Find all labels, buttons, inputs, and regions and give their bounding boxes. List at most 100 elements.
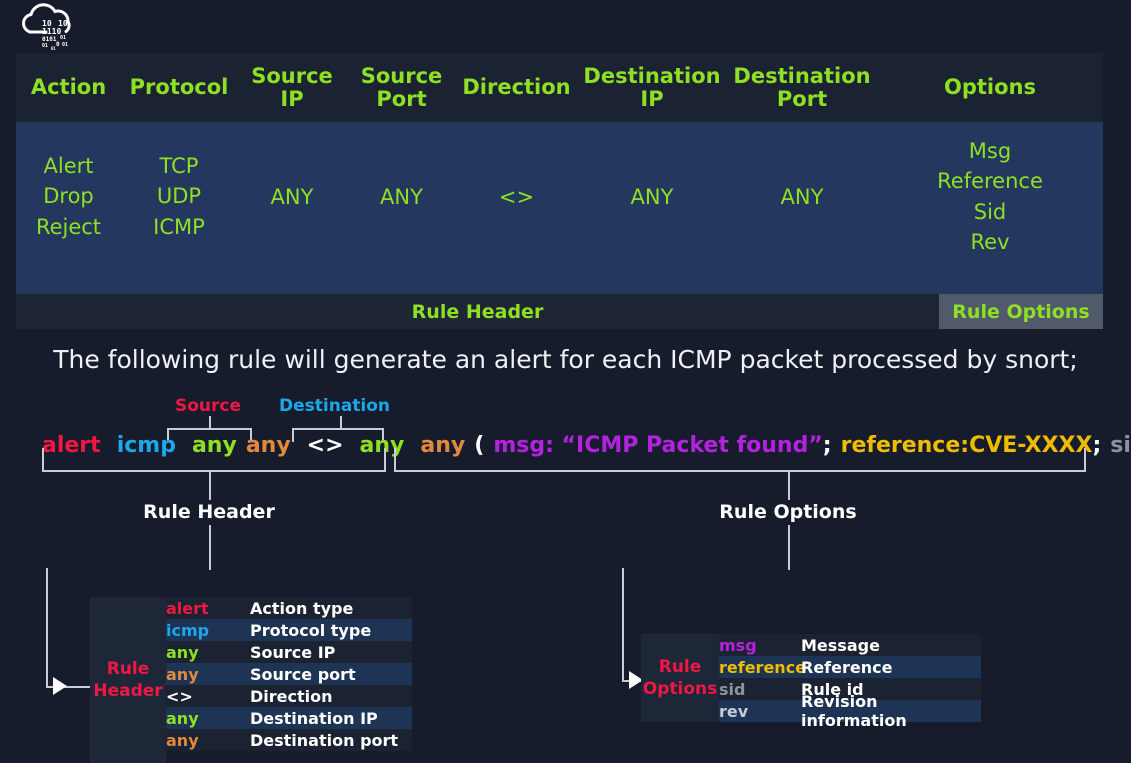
cloud-binary-logo: 10 10 1110 0101 01 01 0 01 01 [16,2,86,52]
value-action-drop: Drop [43,181,94,211]
svg-text:01: 01 [60,35,66,41]
rule-options-connector-upper [788,470,790,500]
table-row: rev Revision information [719,700,981,722]
svg-text:01: 01 [42,43,48,49]
column-header-options-label: Options [944,76,1036,98]
value-option-reference: Reference [937,166,1043,196]
detail-description: Message [801,636,981,655]
spec-table-footer: Rule Header Rule Options [16,294,1103,329]
spec-table-body-row: Alert Drop Reject TCP UDP ICMP ANY ANY <… [16,122,1103,294]
value-option-msg: Msg [969,136,1011,166]
column-header-direction: Direction [456,53,577,122]
footer-rule-options-label: Rule Options [939,294,1103,329]
rule-header-span-bracket [42,448,386,472]
value-action-alert: Alert [44,151,94,181]
cell-protocol-values: TCP UDP ICMP [121,122,237,294]
cell-direction-values: <> [456,122,577,294]
rule-options-span-bracket [394,448,1086,472]
rule-header-detail-rows: alert Action type icmp Protocol type any… [166,597,412,763]
table-row: any Source port [166,663,412,685]
cell-action-values: Alert Drop Reject [16,122,121,294]
value-protocol-tcp: TCP [160,151,199,181]
detail-description: Destination IP [250,709,412,728]
column-header-direction-label: Direction [462,76,570,98]
rule-header-detail-side-label: RuleHeader [90,597,166,763]
rule-spec-table: Action Protocol SourceIP SourcePort Dire… [16,53,1103,329]
column-header-source-port-label: SourcePort [361,65,443,109]
annotation-source-label: Source [175,396,241,416]
cloud-binary-logo-svg: 10 10 1110 0101 01 01 0 01 01 [16,2,86,52]
column-header-action-label: Action [31,76,106,98]
value-protocol-icmp: ICMP [153,212,205,242]
rule-header-connector-lower [209,525,211,570]
footer-rule-header-label: Rule Header [16,294,939,329]
rule-options-connector-lower [788,525,790,570]
cell-options-values: Msg Reference Sid Rev [877,122,1103,294]
rule-header-detail-side-text: RuleHeader [93,658,162,702]
spec-table-header-row: Action Protocol SourceIP SourcePort Dire… [16,53,1103,122]
rule-header-connector-upper [209,470,211,500]
column-header-destination-ip-label: DestinationIP [583,65,720,109]
table-row: icmp Protocol type [166,619,412,641]
detail-keyword: msg [719,636,801,655]
table-row: alert Action type [166,597,412,619]
column-header-destination-port-label: DestinationPort [733,65,870,109]
table-row: any Destination port [166,729,412,751]
detail-keyword: reference [719,658,801,677]
detail-description: Direction [250,687,412,706]
detail-keyword: any [166,665,250,684]
column-header-destination-ip: DestinationIP [577,53,727,122]
rule-options-detail-table: RuleOptions msg Message reference Refere… [641,634,981,722]
annotation-destination-label: Destination [279,396,390,416]
detail-keyword: any [166,709,250,728]
table-row: msg Message [719,634,981,656]
detail-description: Source port [250,665,412,684]
value-action-reject: Reject [36,212,101,242]
svg-text:1110: 1110 [42,27,61,36]
value-source-port-any: ANY [380,182,423,212]
table-row: any Source IP [166,641,412,663]
cell-source-ip-values: ANY [237,122,347,294]
svg-text:0: 0 [56,41,60,48]
detail-keyword: alert [166,599,250,618]
detail-keyword: any [166,731,250,750]
detail-keyword: icmp [166,621,250,640]
svg-text:0101: 0101 [42,36,57,43]
column-header-action: Action [16,53,121,122]
detail-description: Action type [250,599,412,618]
detail-description: Source IP [250,643,412,662]
value-destination-port-any: ANY [781,182,824,212]
cell-source-port-values: ANY [347,122,456,294]
table-row: <> Direction [166,685,412,707]
rule-header-detail-table: RuleHeader alert Action type icmp Protoc… [90,597,412,763]
column-header-protocol-label: Protocol [130,76,229,98]
value-option-sid: Sid [974,197,1007,227]
rule-token-sid: sid:1000001 [1110,433,1131,458]
svg-text:01: 01 [62,42,68,48]
column-header-destination-port: DestinationPort [727,53,877,122]
caption-text: The following rule will generate an aler… [0,345,1131,374]
rule-options-detail-side-label: RuleOptions [641,634,719,722]
cell-destination-port-values: ANY [727,122,877,294]
column-header-protocol: Protocol [121,53,237,122]
detail-keyword: any [166,643,250,662]
detail-description: Revision information [801,692,981,730]
column-header-source-ip: SourceIP [237,53,347,122]
value-destination-ip-any: ANY [631,182,674,212]
detail-description: Destination port [250,731,412,750]
table-row: any Destination IP [166,707,412,729]
column-header-source-port: SourcePort [347,53,456,122]
value-protocol-udp: UDP [157,181,201,211]
detail-description: Reference [801,658,981,677]
value-option-rev: Rev [971,227,1010,257]
detail-keyword: sid [719,680,801,699]
table-row: reference Reference [719,656,981,678]
rule-token-semicolon-2: ; [1092,433,1101,458]
svg-text:01: 01 [51,46,56,51]
detail-keyword: rev [719,702,801,721]
detail-description: Protocol type [250,621,412,640]
mid-label-rule-header: Rule Header [109,501,309,523]
value-direction-bidirectional: <> [499,182,534,212]
cell-destination-ip-values: ANY [577,122,727,294]
column-header-source-ip-label: SourceIP [251,65,333,109]
